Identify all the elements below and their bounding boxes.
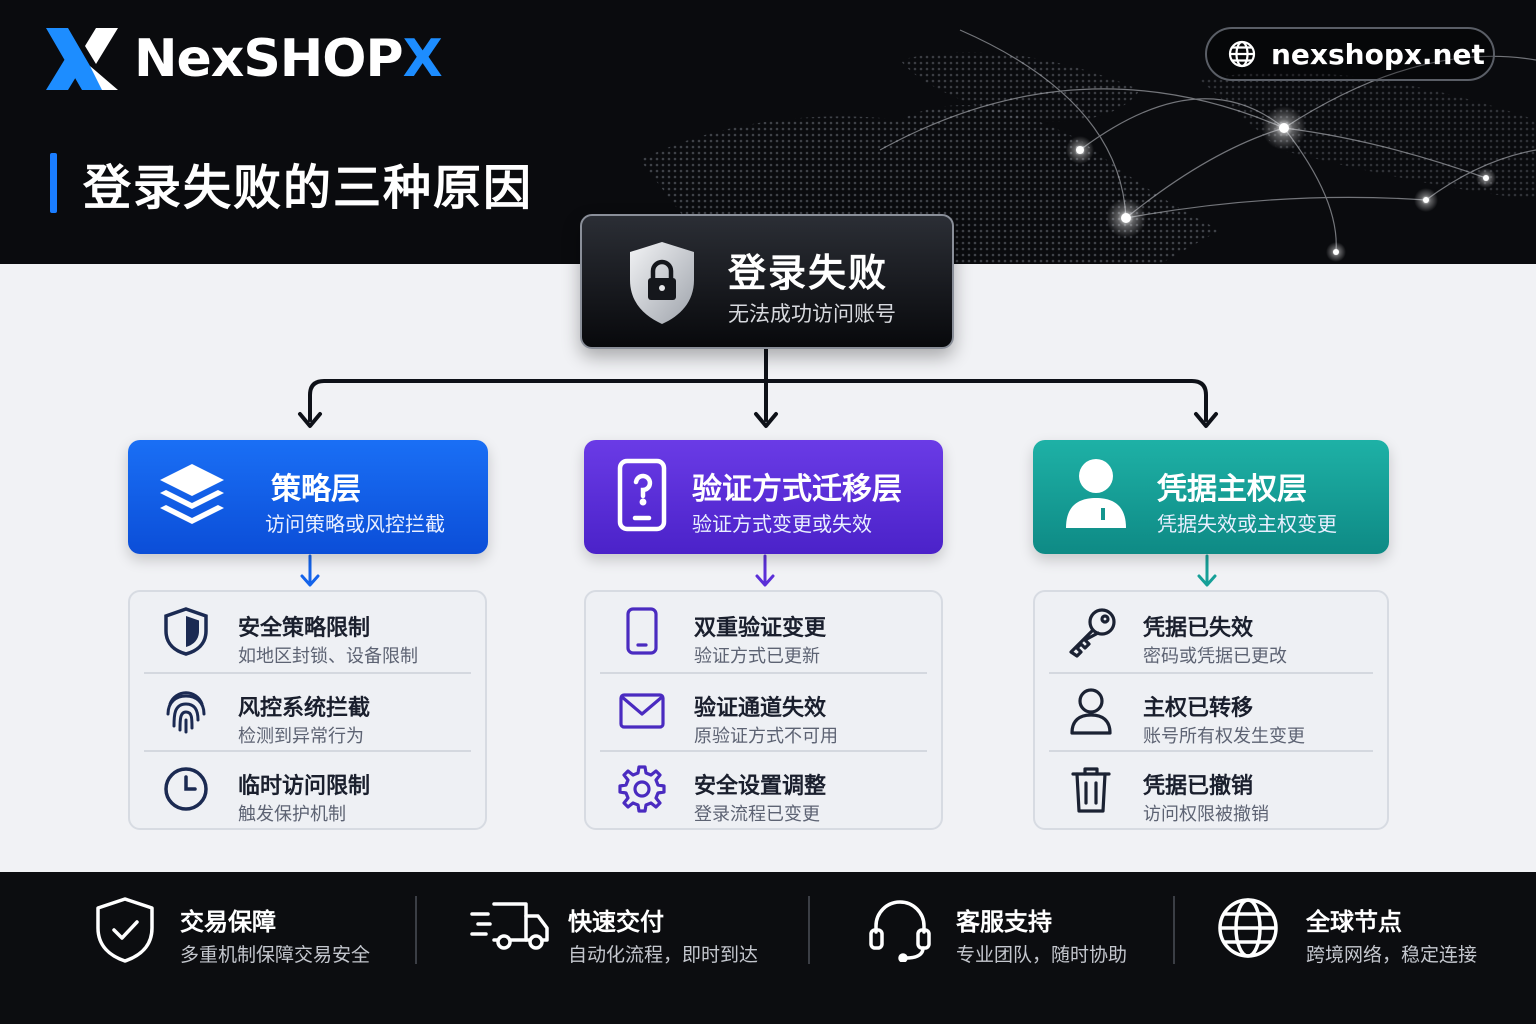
root-subtitle: 无法成功访问账号: [728, 302, 896, 326]
feature-title: 全球节点: [1306, 908, 1402, 936]
item-title: 双重验证变更: [694, 616, 827, 641]
page-title: 登录失败的三种原因: [50, 150, 533, 216]
phone-verify-icon: [617, 458, 667, 532]
root-title: 登录失败: [728, 251, 889, 295]
verification-reasons-panel: 双重验证变更 验证方式已更新 验证通道失效 原验证方式不可用 安全设置调整 登录…: [584, 590, 943, 830]
feature-fast-delivery: 快速交付 自动化流程，即时到达: [470, 896, 790, 976]
category-verification-migration-layer: 验证方式迁移层 验证方式变更或失效: [584, 440, 943, 554]
user-icon: [1066, 459, 1126, 528]
item-subtitle: 原验证方式不可用: [694, 726, 838, 747]
footer-features: 交易保障 多重机制保障交易安全 快速交付 自动化流程，即时到达 客服支持 专业团…: [0, 872, 1536, 1024]
trash-icon: [1071, 767, 1111, 813]
feature-title: 交易保障: [180, 908, 276, 936]
footer-separator: [1173, 896, 1175, 964]
category-title: 策略层: [271, 472, 361, 507]
list-item: 凭据已撤销 访问权限被撤销: [1035, 750, 1387, 828]
website-link[interactable]: nexshopx.net: [1205, 27, 1495, 81]
root-node-login-failed: 登录失败 无法成功访问账号: [580, 214, 954, 349]
divider: [600, 750, 927, 752]
smartphone-icon: [626, 607, 658, 655]
person-icon: [1070, 688, 1112, 735]
category-title: 验证方式迁移层: [692, 472, 902, 507]
shield-check-icon: [96, 897, 154, 963]
item-title: 安全策略限制: [238, 616, 371, 641]
item-subtitle: 账号所有权发生变更: [1143, 726, 1305, 747]
list-item: 风控系统拦截 检测到异常行为: [130, 672, 485, 750]
list-item: 主权已转移 账号所有权发生变更: [1035, 672, 1387, 750]
category-subtitle: 凭据失效或主权变更: [1157, 512, 1337, 536]
list-item: 验证通道失效 原验证方式不可用: [586, 672, 941, 750]
credential-reasons-panel: 凭据已失效 密码或凭据已更改 主权已转移 账号所有权发生变更 凭据已撤销 访问权…: [1033, 590, 1389, 830]
item-title: 凭据已失效: [1143, 616, 1254, 641]
arrow-center: [754, 412, 778, 428]
category-credential-sovereignty-layer: 凭据主权层 凭据失效或主权变更: [1033, 440, 1389, 554]
footer-separator: [415, 896, 417, 964]
item-subtitle: 访问权限被撤销: [1143, 804, 1269, 825]
category-title: 凭据主权层: [1157, 472, 1307, 507]
list-item: 凭据已失效 密码或凭据已更改: [1035, 592, 1387, 670]
feature-subtitle: 多重机制保障交易安全: [180, 944, 371, 966]
item-subtitle: 触发保护机制: [238, 804, 346, 825]
list-item: 安全策略限制 如地区封锁、设备限制: [130, 592, 485, 670]
item-subtitle: 检测到异常行为: [238, 726, 364, 747]
website-url: nexshopx.net: [1271, 37, 1485, 71]
truck-icon: [470, 902, 549, 950]
item-subtitle: 密码或凭据已更改: [1143, 646, 1287, 667]
headset-icon: [869, 900, 931, 962]
feature-title: 客服支持: [956, 908, 1052, 936]
page-title-text: 登录失败的三种原因: [83, 160, 534, 216]
shield-icon: [164, 607, 208, 656]
arrow-left: [298, 412, 322, 428]
clock-icon: [164, 767, 208, 811]
feature-trade-guarantee: 交易保障 多重机制保障交易安全: [94, 896, 394, 976]
category-subtitle: 访问策略或风控拦截: [265, 512, 445, 536]
divider: [1049, 750, 1373, 752]
item-subtitle: 验证方式已更新: [694, 646, 820, 667]
gear-icon: [618, 765, 666, 813]
layers-icon: [160, 464, 224, 524]
item-title: 风控系统拦截: [238, 696, 371, 721]
divider: [600, 672, 927, 674]
branch-line: [308, 379, 1208, 422]
footer-separator: [808, 896, 810, 964]
item-title: 临时访问限制: [238, 774, 371, 799]
divider: [144, 672, 471, 674]
divider: [144, 750, 471, 752]
feature-subtitle: 跨境网络，稳定连接: [1306, 944, 1478, 966]
globe-icon: [1218, 898, 1278, 958]
item-title: 凭据已撤销: [1143, 774, 1254, 799]
brand-logo[interactable]: NexSHOPX: [44, 24, 443, 94]
item-subtitle: 登录流程已变更: [694, 804, 820, 825]
list-item: 双重验证变更 验证方式已更新: [586, 592, 941, 670]
divider: [1049, 672, 1373, 674]
lock-shield-icon: [630, 242, 694, 324]
fingerprint-icon: [166, 691, 206, 734]
globe-icon: [1228, 40, 1256, 68]
item-subtitle: 如地区封锁、设备限制: [238, 646, 418, 667]
logo-wordmark: NexSHOPX: [134, 29, 443, 89]
feature-subtitle: 专业团队，随时协助: [956, 944, 1128, 966]
feature-subtitle: 自动化流程，即时到达: [568, 944, 759, 966]
mail-icon: [619, 693, 665, 729]
arrow-right: [1194, 412, 1218, 428]
list-item: 临时访问限制 触发保护机制: [130, 750, 485, 828]
category-subtitle: 验证方式变更或失效: [692, 512, 872, 536]
title-accent-bar: [50, 153, 57, 213]
item-title: 安全设置调整: [694, 774, 827, 799]
item-title: 主权已转移: [1143, 696, 1254, 721]
logo-x-icon: [46, 28, 118, 90]
item-title: 验证通道失效: [694, 696, 827, 721]
policy-reasons-panel: 安全策略限制 如地区封锁、设备限制 风控系统拦截 检测到异常行为 临时访问限制 …: [128, 590, 487, 830]
feature-global-nodes: 全球节点 跨境网络，稳定连接: [1216, 896, 1506, 976]
list-item: 安全设置调整 登录流程已变更: [586, 750, 941, 828]
feature-customer-support: 客服支持 专业团队，随时协助: [868, 896, 1158, 976]
category-policy-layer: 策略层 访问策略或风控拦截: [128, 440, 488, 554]
feature-title: 快速交付: [568, 908, 664, 936]
key-icon: [1069, 608, 1116, 658]
